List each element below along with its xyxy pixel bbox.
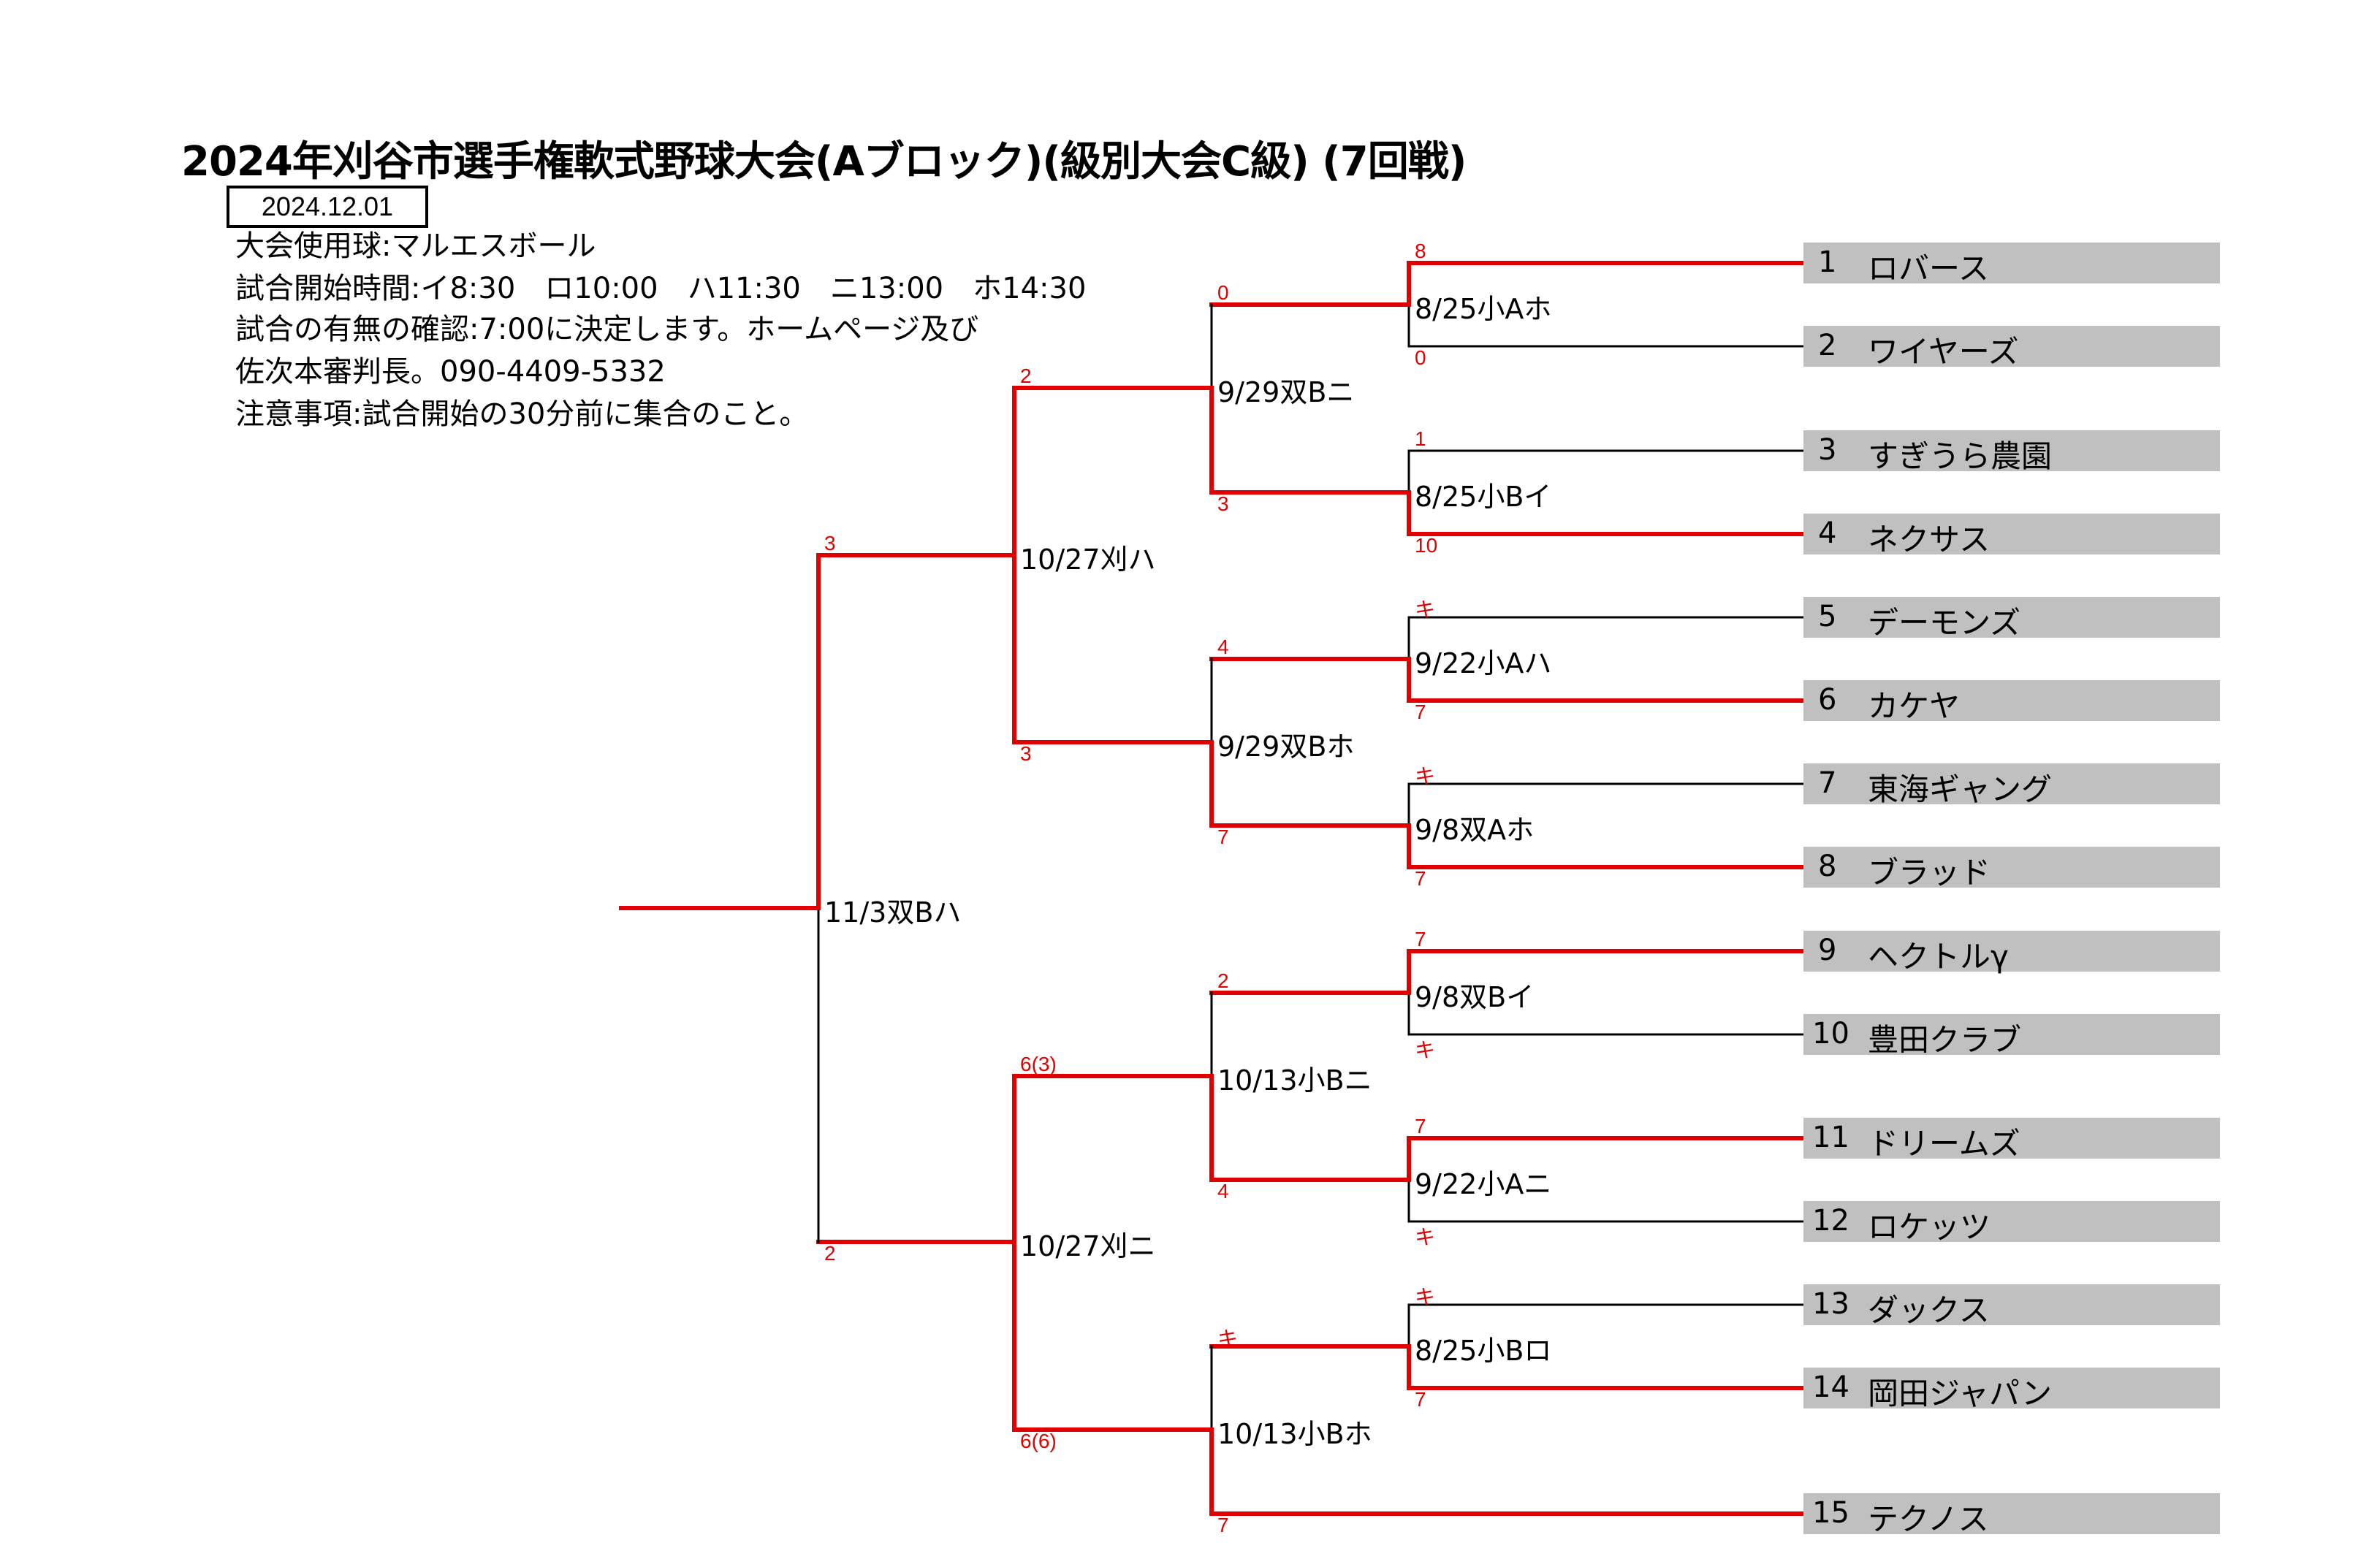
team-box-9 <box>1803 931 2220 972</box>
team-box-5 <box>1803 597 2220 638</box>
team-number: 11 <box>1812 1121 1849 1154</box>
team-box-1 <box>1803 243 2220 283</box>
team-name: 東海ギャング <box>1868 771 2053 807</box>
score: 4 <box>1217 636 1229 658</box>
team-name: ブラッド <box>1868 855 1991 891</box>
score: 10 <box>1415 534 1438 557</box>
match-label-r1-1: 8/25小Aホ <box>1415 293 1552 325</box>
score: 4 <box>1217 1180 1229 1202</box>
score: 7 <box>1415 1115 1426 1137</box>
score: 2 <box>1217 969 1229 992</box>
info-contact: 佐次本審判長。090-4409-5332 <box>235 355 666 389</box>
team-name: デーモンズ <box>1868 605 2021 641</box>
team-box-11 <box>1803 1118 2220 1159</box>
score: 0 <box>1217 281 1229 304</box>
team-name: すぎうら農園 <box>1868 438 2053 474</box>
team-name: ロケッツ <box>1868 1209 1991 1245</box>
team-number: 1 <box>1818 245 1837 279</box>
team-number: 12 <box>1812 1204 1849 1238</box>
score: キ <box>1415 1286 1436 1308</box>
score: キ <box>1415 765 1436 788</box>
score: 7 <box>1415 867 1426 890</box>
match-label-r1-4: 9/8双Aホ <box>1415 814 1535 846</box>
info-notes: 注意事項:試合開始の30分前に集合のこと。 <box>235 397 809 431</box>
match-label-r1-2: 8/25小Bイ <box>1415 481 1552 513</box>
team-number: 15 <box>1812 1496 1849 1530</box>
score: 3 <box>1020 742 1032 765</box>
team-name: 岡田ジャパン <box>1868 1376 2053 1411</box>
team-name: ロバース <box>1868 251 1989 286</box>
info-start-times: 試合開始時間:イ8:30 ロ10:00 ハ11:30 ニ13:00 ホ14:30 <box>235 272 1087 305</box>
team-name: ネクサス <box>1868 522 1991 557</box>
match-label-final: 11/3双Bハ <box>824 896 962 929</box>
score: キ <box>1415 598 1436 621</box>
team-number: 3 <box>1818 433 1837 467</box>
score: キ <box>1415 1226 1436 1248</box>
team-box-6 <box>1803 680 2220 721</box>
team-number: 5 <box>1818 600 1837 633</box>
match-label-r2-3: 10/13小Bニ <box>1217 1064 1372 1097</box>
match-label-r2-4: 10/13小Bホ <box>1217 1418 1372 1450</box>
score: 7 <box>1217 1514 1229 1536</box>
team-name: ワイヤーズ <box>1868 334 2019 370</box>
score: 0 <box>1415 346 1426 369</box>
team-box-4 <box>1803 514 2220 554</box>
team-number: 14 <box>1812 1370 1849 1404</box>
score: 6(3) <box>1020 1053 1057 1075</box>
match-label-r1-5: 9/8双Bイ <box>1415 981 1535 1013</box>
page-title: 2024年刈谷市選手権軟式野球大会(Aブロック)(級別大会C級) (7回戦) <box>181 138 1467 186</box>
match-label-r1-7: 8/25小Bロ <box>1415 1335 1552 1367</box>
team-box-14 <box>1803 1368 2220 1408</box>
score: 3 <box>1217 492 1229 515</box>
team-box-15 <box>1803 1493 2220 1534</box>
match-label-r2-1: 9/29双Bニ <box>1217 376 1355 408</box>
score: 7 <box>1415 1388 1426 1411</box>
team-box-13 <box>1803 1284 2220 1325</box>
date-box: 2024.12.01 <box>227 186 428 228</box>
team-number: 10 <box>1812 1017 1849 1051</box>
score: 2 <box>824 1242 836 1265</box>
team-name: ダックス <box>1868 1292 1990 1328</box>
score: 7 <box>1415 928 1426 950</box>
score: 8 <box>1415 240 1426 262</box>
team-box-7 <box>1803 763 2220 804</box>
team-number: 13 <box>1812 1287 1849 1321</box>
team-number: 9 <box>1818 934 1837 967</box>
team-name: テクノス <box>1868 1501 1989 1537</box>
score: キ <box>1415 1039 1436 1061</box>
score: 2 <box>1020 365 1032 387</box>
team-number: 2 <box>1818 329 1837 362</box>
team-number: 8 <box>1818 850 1837 883</box>
team-number: 4 <box>1818 516 1837 550</box>
match-label-r3-2: 10/27刈ニ <box>1020 1230 1156 1262</box>
team-name: ドリームズ <box>1868 1126 2020 1162</box>
score: 7 <box>1217 826 1229 848</box>
team-name: 豊田クラブ <box>1868 1022 2022 1058</box>
team-name: カケヤ <box>1868 688 1961 724</box>
score: 7 <box>1415 701 1426 723</box>
match-label-r3-1: 10/27刈ハ <box>1020 544 1156 576</box>
team-name: ヘクトルγ <box>1868 939 2009 975</box>
match-label-r2-2: 9/29双Bホ <box>1217 731 1355 763</box>
info-ball: 大会使用球:マルエスボール <box>235 229 596 263</box>
match-label-r1-3: 9/22小Aハ <box>1415 647 1552 679</box>
team-number: 6 <box>1818 683 1837 717</box>
score: キ <box>1217 1327 1239 1350</box>
score: 1 <box>1415 427 1426 450</box>
team-box-12 <box>1803 1201 2220 1242</box>
team-box-10 <box>1803 1014 2220 1055</box>
team-number: 7 <box>1818 766 1837 800</box>
score: 6(6) <box>1020 1430 1057 1452</box>
team-box-8 <box>1803 847 2220 888</box>
match-label-r1-6: 9/22小Aニ <box>1415 1168 1552 1200</box>
score: 3 <box>824 532 836 554</box>
info-confirmation: 試合の有無の確認:7:00に決定します。ホームページ及び <box>235 313 979 346</box>
team-box-3 <box>1803 430 2220 471</box>
team-box-2 <box>1803 326 2220 367</box>
